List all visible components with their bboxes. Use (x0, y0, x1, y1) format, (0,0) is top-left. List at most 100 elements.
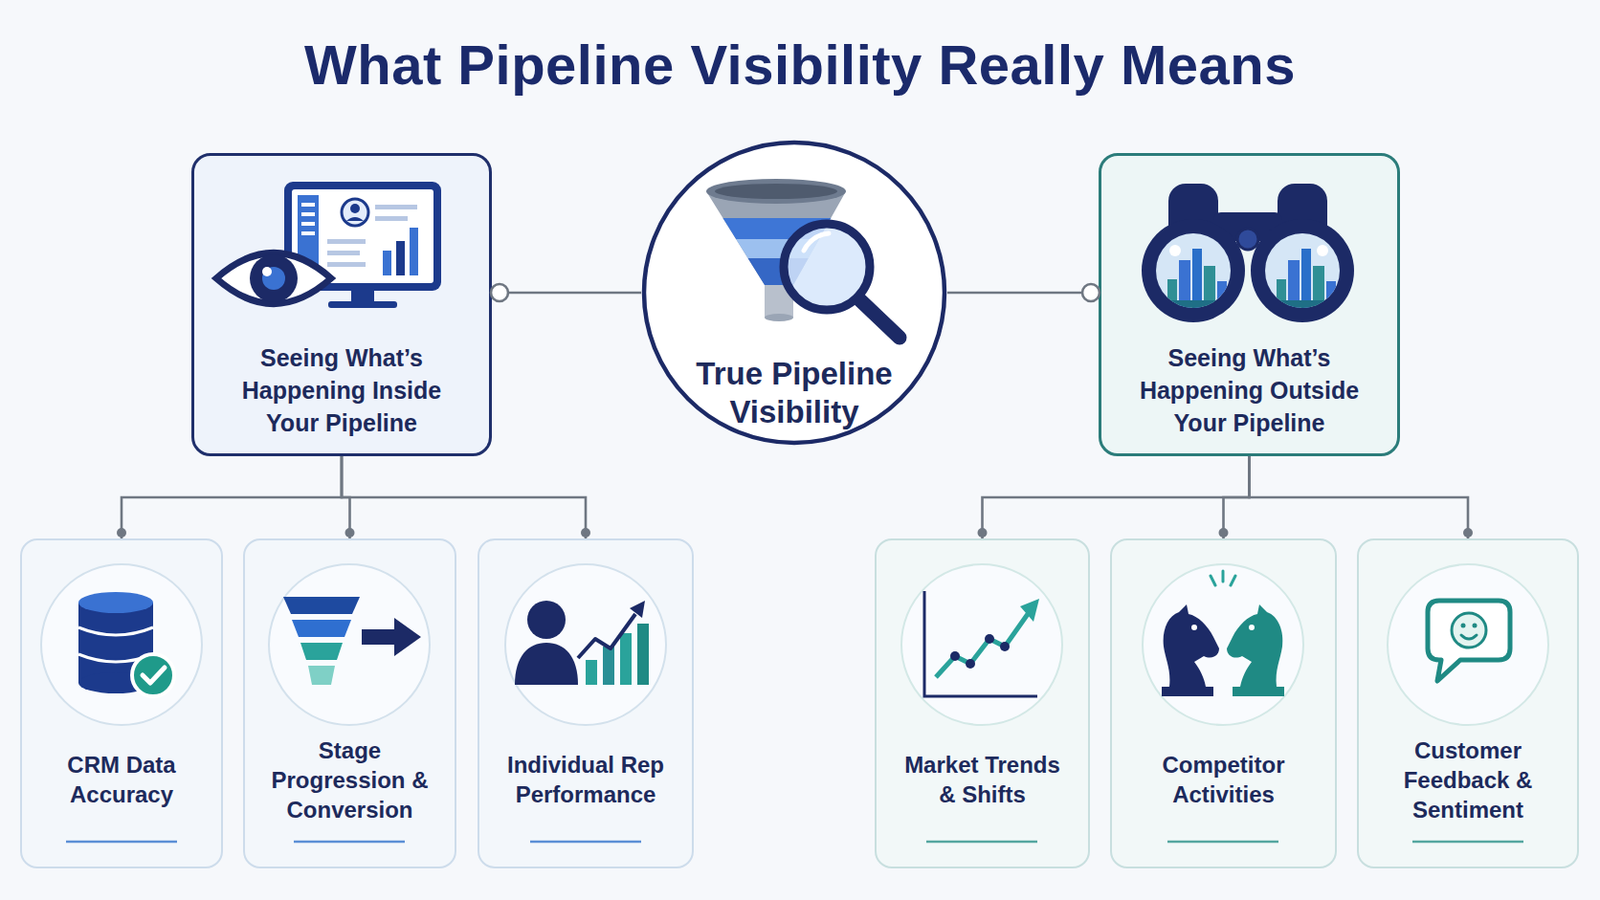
chart-dot (950, 651, 960, 662)
connector-line (491, 291, 642, 295)
progress-arrow (361, 618, 422, 657)
eye-pupil (262, 266, 286, 290)
text-slot: Stage Progression & Conversion (244, 722, 455, 838)
funnel-mouth (714, 183, 838, 200)
connector-dot (490, 284, 509, 302)
monitor-eye-icon (216, 181, 442, 309)
chart-dot (984, 634, 995, 645)
building (1301, 248, 1312, 318)
lens-city (1148, 229, 1245, 320)
building (1288, 260, 1300, 318)
connector-line (121, 456, 342, 539)
connector-line (1223, 456, 1250, 539)
screen-bar (396, 241, 405, 276)
funnel-tier (283, 597, 360, 615)
screen-line (327, 250, 360, 256)
topic-card: Competitor Activities (1110, 538, 1337, 869)
funnel-tier (291, 620, 352, 638)
funnel-bands (698, 218, 852, 288)
smiley-mouth (1461, 635, 1477, 640)
node-label: True Pipeline Visibility (679, 355, 910, 432)
building (1192, 248, 1202, 318)
lens-city (1257, 229, 1354, 320)
market-chart-icon (924, 591, 1040, 697)
perf-bar (585, 660, 598, 686)
connector-dot (580, 528, 591, 538)
db-bottom (78, 672, 154, 694)
circle-ring (644, 142, 945, 444)
funnel-tier (308, 666, 335, 686)
eye-iris (249, 254, 298, 303)
perf-bar (620, 633, 632, 686)
screen-sidebar (297, 195, 319, 278)
text-slot: True Pipeline Visibility (641, 350, 948, 437)
building (1312, 266, 1325, 318)
topic-card: CRM Data Accuracy (20, 538, 223, 869)
lens-glint (803, 233, 829, 251)
person-head (527, 600, 566, 640)
connector-dot (345, 528, 356, 538)
topic-card: Stage Progression & Conversion (243, 538, 457, 869)
funnel-band (698, 239, 852, 259)
smiley-face (1451, 613, 1487, 648)
eye-outline (216, 253, 332, 305)
screen-bar (409, 227, 419, 276)
magnifier-handle (859, 299, 900, 338)
spark-lines (1210, 571, 1236, 586)
funnel-rim (706, 178, 846, 204)
competitor-knights-icon (1161, 571, 1285, 697)
building (1217, 281, 1227, 318)
binocular-lens (1141, 219, 1245, 323)
binocular-bridge (1213, 212, 1283, 242)
monitor-stand (351, 290, 375, 303)
diagram-title: What Pipeline Visibility Really Means (0, 32, 1600, 97)
db-body (78, 602, 154, 684)
perf-bar (602, 646, 615, 686)
building (1178, 260, 1191, 318)
funnel-spout (764, 285, 794, 318)
smiley-eye (1461, 623, 1467, 629)
card-underline (1412, 841, 1524, 845)
icon-disc (505, 564, 667, 726)
building (1276, 279, 1287, 318)
node-label: Stage Progression & Conversion (259, 735, 442, 825)
sidebar-line (301, 231, 315, 236)
rep-performance-icon (514, 600, 649, 686)
lens-sky (1148, 229, 1245, 316)
connector-line (341, 456, 586, 539)
person-body (514, 643, 578, 686)
icon-disc (1142, 564, 1304, 726)
node-label: Seeing What’s Happening Outside Your Pip… (1123, 341, 1377, 440)
text-slot: Seeing What’s Happening Outside Your Pip… (1101, 333, 1398, 448)
cloud (1169, 244, 1181, 257)
speech-bubble (1427, 600, 1511, 682)
category-box: Seeing What’s Happening Inside Your Pipe… (191, 153, 492, 457)
funnel-spout-end (764, 313, 794, 322)
funnel-tier (300, 643, 343, 661)
card-underline (66, 841, 178, 845)
binocular-barrel (1168, 183, 1219, 244)
binocular-barrel (1277, 183, 1328, 244)
hub-circle: True Pipeline Visibility (641, 139, 948, 446)
icon-discs (41, 564, 1549, 726)
sidebar-line (301, 212, 315, 217)
binocular-knob (1237, 228, 1259, 250)
building (1203, 266, 1216, 318)
sidebar-line (301, 202, 315, 207)
funnel-magnifier-icon (698, 178, 900, 338)
sidebar-line (301, 222, 315, 226)
knight-piece (1226, 604, 1285, 697)
connector-line (947, 291, 1099, 295)
text-slot: Seeing What’s Happening Inside Your Pipe… (194, 333, 489, 448)
trend-line (577, 614, 636, 659)
icon-disc (268, 564, 430, 726)
connector-dot (1463, 528, 1473, 538)
funnel-band (698, 258, 852, 288)
card-underline (1167, 841, 1279, 845)
cloud (1316, 244, 1329, 257)
avatar-body (346, 217, 364, 222)
building (1167, 279, 1178, 318)
connector-dot (1082, 284, 1100, 302)
ground (1148, 300, 1245, 320)
